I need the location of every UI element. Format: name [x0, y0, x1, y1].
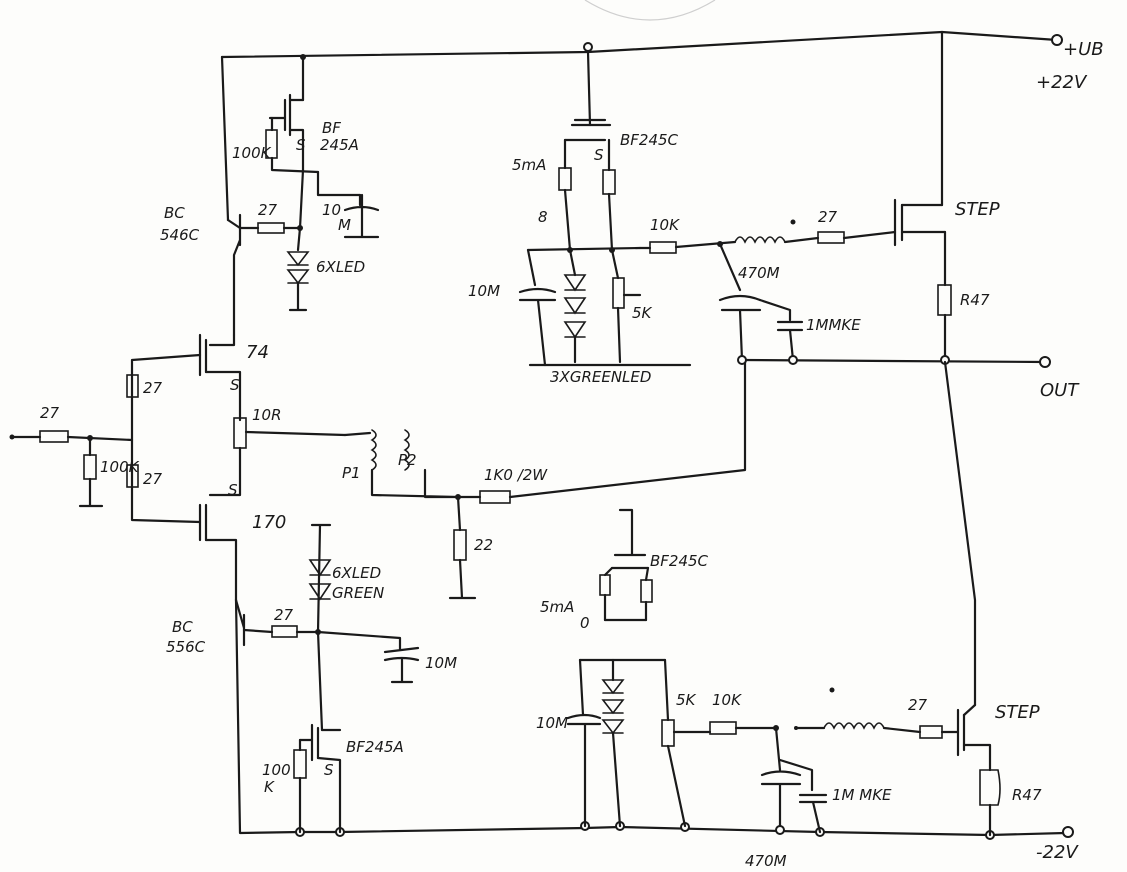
- lower-filter-jfet-label: BF245C: [650, 552, 709, 570]
- vplus-label: +UB: [1063, 39, 1104, 60]
- q-bot-label: 170: [252, 512, 286, 533]
- upper-leds-label: 6XLED: [316, 258, 365, 276]
- upper-filter-5ma: 5mA: [512, 156, 546, 174]
- vplus-terminal: [1051, 34, 1063, 46]
- upper-jfet-name2: 245A: [320, 136, 359, 154]
- p1-label: P1: [342, 464, 361, 482]
- lower-filter-0: 0: [580, 614, 590, 632]
- output-coupling: [343, 358, 747, 600]
- upper-cap-label: 10: [322, 201, 341, 219]
- lower-jfet-s-label: S: [324, 761, 334, 779]
- lower-filter: [566, 508, 960, 834]
- lower-jfet-source: [293, 723, 342, 834]
- lower-cap-label: 10M: [425, 654, 457, 672]
- upper-jfet-source: [265, 93, 380, 239]
- input-shunt-label: 100K: [100, 458, 140, 476]
- upper-filter-8: 8: [538, 208, 548, 226]
- lower-filter-5ma: 5mA: [540, 598, 574, 616]
- lower-mosfet: [956, 703, 1001, 837]
- out-label: OUT: [1040, 380, 1080, 401]
- upper-filter-pot-label: 5K: [632, 304, 653, 322]
- out-terminal: [1039, 356, 1051, 368]
- upper-mosfet-label: STEP: [955, 199, 1000, 220]
- lower-leds-label: 6XLED: [332, 564, 381, 582]
- bias-pot-label: 10R: [252, 406, 282, 424]
- lower-r47-label: R47: [1012, 786, 1042, 804]
- upper-bjt: [226, 213, 310, 337]
- upper-filter: [518, 118, 897, 367]
- lower-bjt-label-a: BC: [172, 618, 193, 636]
- q-top-s-label: S: [230, 376, 240, 394]
- upper-bjt-label-a: BC: [164, 204, 185, 222]
- lower-base-resistor-label: 27: [274, 606, 294, 624]
- vminus-terminal: [1062, 826, 1074, 838]
- output-node-wire: [943, 360, 977, 707]
- lower-jfet-resistor-unit: K: [264, 778, 275, 796]
- q-top-label: 74: [246, 342, 269, 363]
- upper-filter-10k-label: 10K: [650, 216, 680, 234]
- lower-bjt-label-b: 556C: [166, 638, 206, 656]
- lower-bjt: [234, 523, 420, 732]
- upper-bjt-label-b: 546C: [160, 226, 200, 244]
- upper-base-resistor-label: 27: [258, 201, 278, 219]
- upper-jfet-s-label: S: [296, 136, 306, 154]
- lower-filter-film-label: 1M MKE: [832, 786, 892, 804]
- upper-mosfet: [528, 198, 1047, 367]
- gate-top-resistor-label: 27: [143, 379, 163, 397]
- output-mosfets: [198, 333, 347, 602]
- upper-jfet-resistor-label: 100K: [232, 144, 272, 162]
- lower-jfet-resistor-label: 100: [262, 761, 291, 779]
- upper-cap-unit: M: [338, 216, 351, 234]
- lower-filter-10k-label: 10K: [712, 691, 742, 709]
- input-resistor-label: 27: [40, 404, 60, 422]
- p2-label: P2: [398, 451, 417, 469]
- upper-jfet-name: BF: [322, 119, 341, 137]
- upper-filter-27-label: 27: [818, 208, 838, 226]
- lower-filter-choke-label: 470M: [745, 852, 787, 870]
- gate-bottom-resistor-label: 27: [143, 470, 163, 488]
- input-network: [9, 353, 202, 524]
- positive-rail: [220, 30, 1059, 222]
- lower-filter-27-label: 27: [908, 696, 928, 714]
- upper-filter-film-label: 1MMKE: [806, 316, 861, 334]
- upper-filter-leds-label: 3XGREENLED: [550, 368, 651, 386]
- lower-jfet-name: BF245A: [346, 738, 404, 756]
- load-resistor-label: 22: [474, 536, 493, 554]
- upper-filter-jfet-s: S: [594, 146, 604, 164]
- lower-leds-color: GREEN: [332, 584, 384, 602]
- upper-filter-jfet-label: BF245C: [620, 131, 679, 149]
- series-resistor-label: 1K0 /2W: [484, 466, 548, 484]
- lower-filter-cap-label: 10M: [536, 714, 568, 732]
- upper-filter-cap-label: 10M: [468, 282, 500, 300]
- upper-filter-choke-label: 470M: [738, 264, 780, 282]
- q-bot-s-label: S: [228, 481, 238, 499]
- vplus-voltage-label: +22V: [1036, 72, 1088, 93]
- lower-mosfet-label: STEP: [995, 702, 1040, 723]
- lower-filter-pot-label: 5K: [676, 691, 697, 709]
- vminus-label: -22V: [1036, 842, 1079, 863]
- upper-r47-label: R47: [960, 291, 990, 309]
